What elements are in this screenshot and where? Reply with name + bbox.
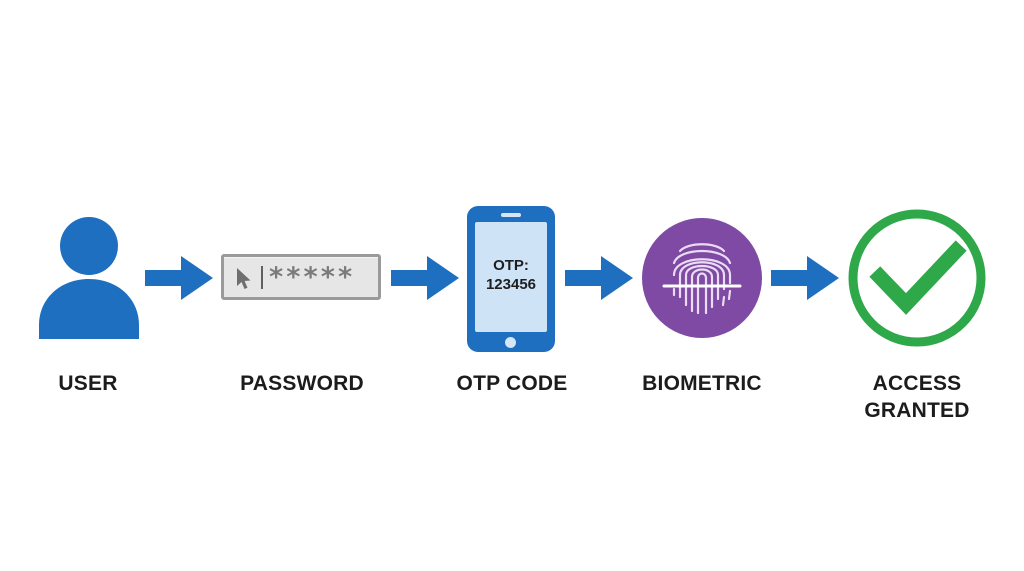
step-label-access-granted: ACCESS GRANTED — [864, 372, 970, 422]
arrow-right-icon — [391, 256, 459, 300]
step-label-password: PASSWORD — [240, 372, 364, 395]
step-label-otp: OTP CODE — [456, 372, 568, 395]
arrow-right-icon — [771, 256, 839, 300]
otp-screen-label: OTP: — [493, 257, 529, 274]
cursor-arrow-icon — [237, 268, 251, 289]
step-label-biometric: BIOMETRIC — [642, 372, 762, 395]
fingerprint-icon — [642, 218, 762, 338]
arrow-right-icon — [565, 256, 633, 300]
password-field: ***** — [221, 254, 381, 300]
password-mask: ***** — [268, 262, 355, 293]
phone-home-button — [505, 337, 516, 348]
phone-speaker — [501, 213, 521, 217]
arrow-right-icon — [145, 256, 213, 300]
checkmark-icon — [848, 209, 986, 347]
user-icon — [39, 217, 139, 339]
otp-screen-code: 123456 — [485, 276, 537, 293]
step-label-user: USER — [58, 372, 118, 395]
phone-screen: OTP: 123456 — [475, 222, 547, 332]
text-caret — [261, 266, 263, 289]
smartphone-icon: OTP: 123456 — [467, 206, 555, 352]
